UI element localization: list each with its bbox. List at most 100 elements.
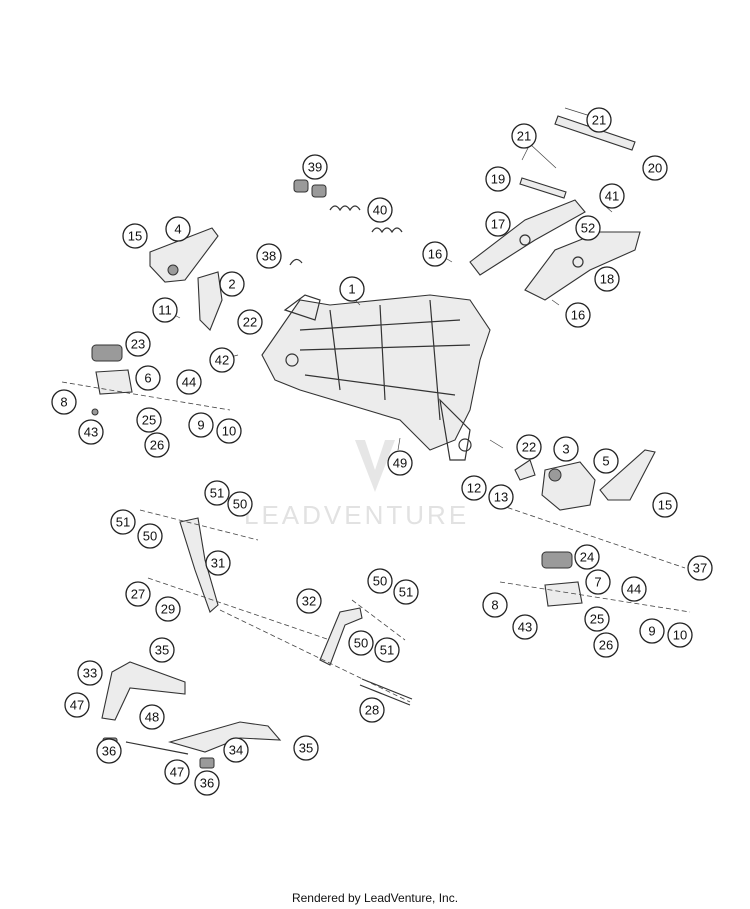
- callout-label: 51: [116, 515, 130, 530]
- callout-23: 23: [125, 331, 151, 357]
- callout-4: 4: [165, 216, 191, 242]
- callout-label: 50: [233, 497, 247, 512]
- callout-27: 27: [125, 581, 151, 607]
- callout-21b: 21: [511, 123, 537, 149]
- callout-label: 8: [60, 395, 67, 410]
- callout-label: 11: [158, 303, 172, 318]
- callout-label: 37: [693, 561, 707, 576]
- callout-label: 16: [571, 308, 585, 323]
- callout-label: 28: [365, 703, 379, 718]
- callout-label: 21: [592, 113, 606, 128]
- callout-label: 8: [491, 598, 498, 613]
- callout-label: 34: [229, 743, 243, 758]
- watermark: LEADVENTURE: [244, 440, 469, 530]
- callout-label: 38: [262, 249, 276, 264]
- callout-8b: 8: [482, 592, 508, 618]
- left-bracket: [149, 227, 223, 331]
- watermark-logo: [355, 440, 395, 492]
- left-footpeg: [61, 344, 231, 416]
- callout-label: 16: [428, 247, 442, 262]
- callout-label: 43: [84, 425, 98, 440]
- callout-7: 7: [585, 569, 611, 595]
- rear-subframe: [469, 115, 641, 301]
- callout-label: 44: [627, 582, 641, 597]
- callout-label: 29: [161, 602, 175, 617]
- callout-36a: 36: [96, 738, 122, 764]
- callout-label: 40: [373, 203, 387, 218]
- callout-51b: 51: [110, 509, 136, 535]
- callout-32: 32: [296, 588, 322, 614]
- callout-48: 48: [139, 704, 165, 730]
- springs: [289, 179, 403, 266]
- callout-label: 36: [102, 744, 116, 759]
- callout-15b: 15: [652, 492, 678, 518]
- callouts: 21 21 20 19 41 52 17 16 18 16 39 40 38 1…: [51, 107, 713, 796]
- callout-label: 49: [393, 456, 407, 471]
- callout-label: 51: [380, 643, 394, 658]
- callout-label: 13: [494, 490, 508, 505]
- callout-9b: 9: [639, 618, 665, 644]
- callout-50a: 50: [227, 491, 253, 517]
- callout-label: 23: [131, 337, 145, 352]
- callout-42: 42: [209, 347, 235, 373]
- callout-35a: 35: [149, 637, 175, 663]
- callout-label: 10: [673, 628, 687, 643]
- callout-19: 19: [485, 166, 511, 192]
- callout-10a: 10: [216, 418, 242, 444]
- callout-13: 13: [488, 484, 514, 510]
- callout-28: 28: [359, 697, 385, 723]
- callout-36b: 36: [194, 770, 220, 796]
- callout-47b: 47: [164, 759, 190, 785]
- callout-50c: 50: [367, 568, 393, 594]
- callout-26a: 26: [144, 432, 170, 458]
- callout-20: 20: [642, 155, 668, 181]
- callout-label: 3: [562, 442, 569, 457]
- callout-2: 2: [219, 271, 245, 297]
- callout-5: 5: [593, 448, 619, 474]
- callout-49: 49: [387, 450, 413, 476]
- callout-16b: 16: [565, 302, 591, 328]
- callout-label: 26: [599, 638, 613, 653]
- callout-40: 40: [367, 197, 393, 223]
- callout-44b: 44: [621, 576, 647, 602]
- callout-label: 9: [648, 624, 655, 639]
- callout-11: 11: [152, 297, 178, 323]
- callout-label: 15: [128, 229, 142, 244]
- callout-9a: 9: [188, 412, 214, 438]
- callout-label: 2: [228, 277, 235, 292]
- lever-31: [139, 509, 331, 641]
- callout-31: 31: [205, 550, 231, 576]
- callout-47a: 47: [64, 692, 90, 718]
- callout-label: 25: [590, 612, 604, 627]
- callout-37: 37: [687, 555, 713, 581]
- callout-label: 9: [197, 418, 204, 433]
- callout-43a: 43: [78, 419, 104, 445]
- callout-34: 34: [223, 737, 249, 763]
- callout-label: 20: [648, 161, 662, 176]
- callout-label: 7: [594, 575, 601, 590]
- callout-51d: 51: [374, 637, 400, 663]
- callout-8a: 8: [51, 389, 77, 415]
- callout-label: 17: [491, 217, 505, 232]
- callout-label: 1: [348, 282, 355, 297]
- callout-25b: 25: [584, 606, 610, 632]
- callout-15a: 15: [122, 223, 148, 249]
- lever-32: [319, 599, 406, 666]
- callout-51a: 51: [204, 480, 230, 506]
- callout-39: 39: [302, 154, 328, 180]
- callout-label: 47: [170, 765, 184, 780]
- callout-label: 50: [143, 529, 157, 544]
- callout-label: 27: [131, 587, 145, 602]
- watermark-text: LEADVENTURE: [244, 500, 469, 530]
- callout-label: 50: [373, 574, 387, 589]
- callout-label: 6: [144, 371, 151, 386]
- shaft-28: [219, 609, 413, 706]
- callout-label: 5: [602, 454, 609, 469]
- callout-label: 42: [215, 353, 229, 368]
- axle-37: [499, 504, 686, 569]
- callout-label: 15: [658, 498, 672, 513]
- callout-35b: 35: [293, 735, 319, 761]
- callout-label: 41: [605, 189, 619, 204]
- callout-3: 3: [553, 436, 579, 462]
- callout-18: 18: [594, 266, 620, 292]
